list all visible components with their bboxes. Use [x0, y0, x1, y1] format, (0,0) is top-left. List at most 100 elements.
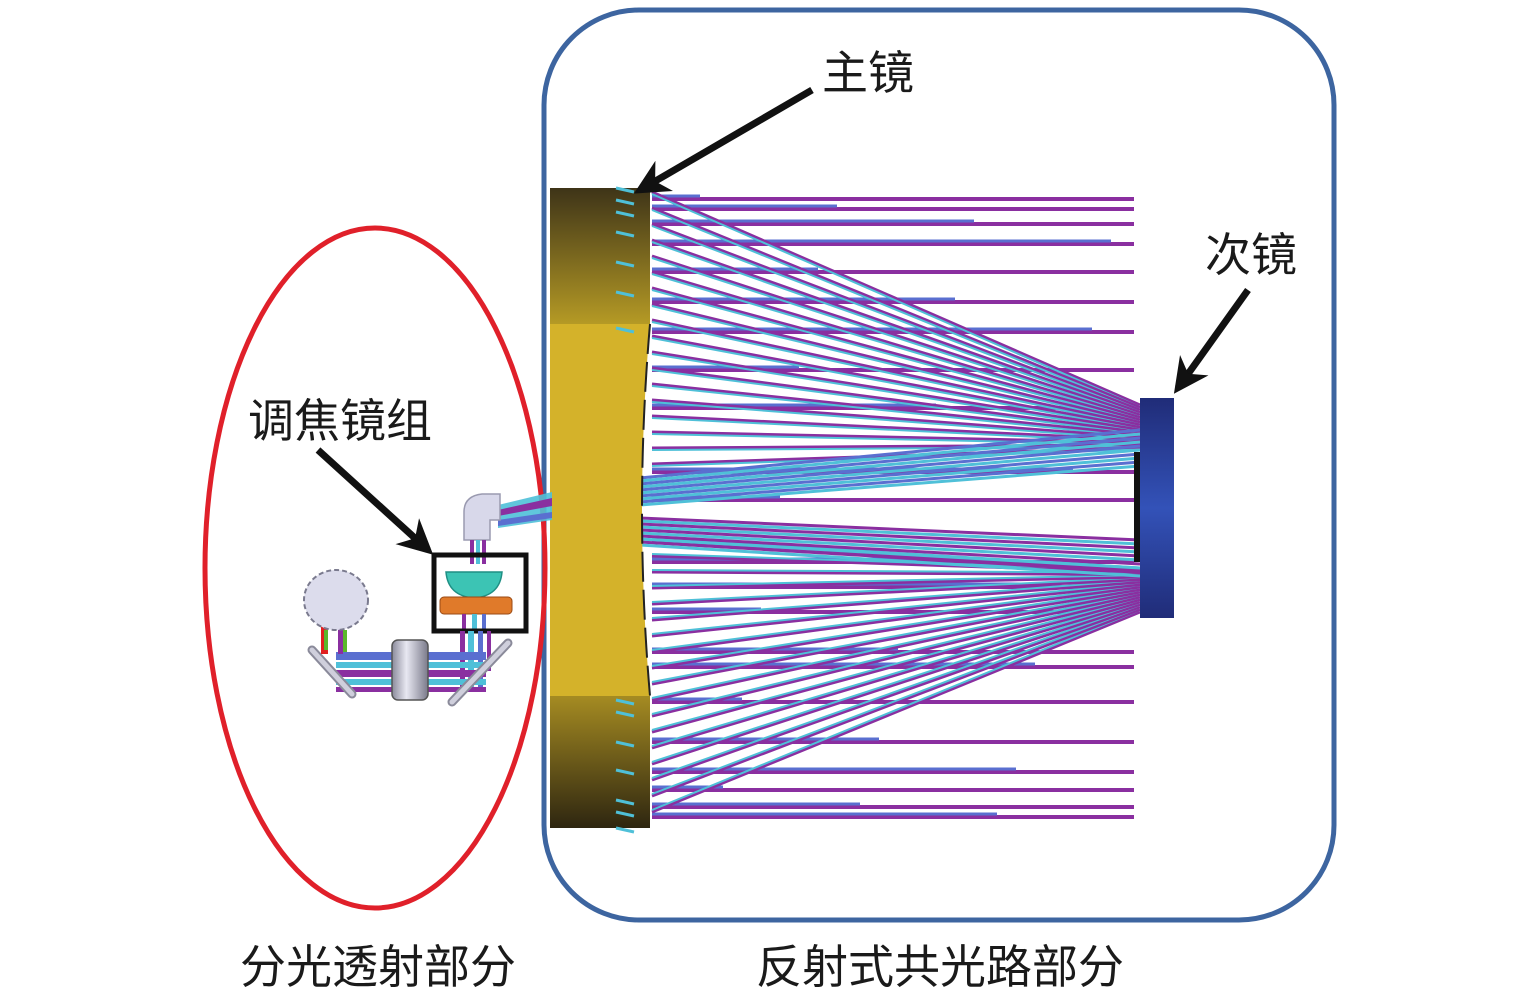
reflected-ray	[651, 593, 1141, 702]
reflected-ray	[651, 254, 1141, 417]
elbow-prism	[463, 493, 501, 541]
label-focusing-lens-group: 调焦镜组	[248, 394, 432, 448]
reflected-ray	[651, 398, 1141, 439]
reflected-ray	[651, 225, 1141, 413]
return-ray	[639, 464, 1141, 507]
reflective-common-path-region	[541, 7, 1337, 923]
arrow-secondary-mirror	[1173, 287, 1251, 394]
reflected-ray	[651, 598, 1141, 734]
reflected-ray	[651, 609, 1141, 811]
reflected-ray	[651, 584, 1141, 651]
return-ray	[639, 543, 1141, 578]
reflected-ray	[651, 590, 1141, 686]
primary-mirror-ray-mark	[615, 768, 635, 776]
return-ray	[639, 528, 1141, 558]
reflected-ray	[651, 604, 1141, 779]
reflected-ray	[651, 603, 1141, 766]
reflected-ray	[651, 576, 1141, 603]
primary-mirror-ray-mark	[615, 698, 635, 706]
return-ray	[639, 525, 1141, 554]
fold-mirror-right	[447, 638, 513, 707]
primary-mirror-ray-mark	[615, 826, 635, 834]
return-ray	[639, 444, 1141, 492]
reflected-ray	[651, 270, 1141, 419]
reflected-ray	[651, 222, 1141, 412]
reflected-ray	[651, 366, 1141, 434]
label-secondary-mirror: 次镜	[1205, 228, 1297, 282]
return-ray	[639, 428, 1141, 480]
reflected-ray	[651, 574, 1141, 587]
reflected-ray	[651, 610, 1141, 814]
spectral-transmission-assembly	[303, 492, 552, 707]
reflected-ray	[651, 586, 1141, 667]
return-ray	[639, 534, 1141, 566]
return-ray	[639, 460, 1141, 504]
reflected-ray	[651, 334, 1141, 429]
primary-mirror	[550, 186, 651, 834]
primary-mirror-ray-mark	[615, 230, 635, 238]
reflected-ray	[651, 591, 1141, 699]
reflected-ray	[651, 238, 1141, 414]
reflected-ray	[651, 570, 1141, 576]
return-ray	[639, 452, 1141, 498]
reflected-ray	[651, 579, 1141, 619]
primary-mirror-ray-mark	[615, 198, 635, 206]
secondary-mirror	[1134, 398, 1174, 618]
reflected-ray	[651, 588, 1141, 670]
return-ray	[639, 432, 1141, 483]
reflected-ray	[651, 321, 1141, 428]
relay-lens	[391, 639, 429, 701]
reflected-ray	[651, 206, 1141, 409]
reflected-ray	[651, 578, 1141, 606]
primary-mirror-ray-mark	[615, 290, 635, 298]
reflected-ray	[651, 594, 1141, 715]
return-ray	[639, 522, 1141, 550]
label-reflective-common-path-part: 反射式共光路部分	[756, 940, 1124, 994]
primary-mirror-ray-mark	[615, 260, 635, 268]
reflected-ray	[651, 575, 1141, 590]
reflected-ray	[651, 608, 1141, 798]
reflected-ray	[651, 305, 1141, 426]
reflected-ray	[651, 209, 1141, 411]
reflected-ray	[651, 601, 1141, 763]
reflected-ray	[651, 286, 1141, 422]
reflected-ray	[651, 583, 1141, 638]
return-ray	[639, 436, 1141, 486]
reflected-ray	[651, 554, 1141, 574]
primary-mirror-ray-mark	[615, 710, 635, 718]
label-primary-mirror: 主镜	[822, 46, 914, 100]
ray-bundle	[639, 190, 1141, 819]
arrow-focusing-lens-group	[315, 447, 434, 555]
reflected-ray	[651, 446, 1141, 451]
reflected-ray	[651, 302, 1141, 424]
reflected-ray	[651, 585, 1141, 654]
reflected-ray	[651, 605, 1141, 782]
fold-mirror-left	[307, 645, 357, 699]
reflected-ray	[651, 589, 1141, 683]
reflected-ray	[651, 337, 1141, 431]
reflected-ray	[651, 318, 1141, 427]
reflected-ray	[651, 414, 1141, 442]
reflected-ray	[651, 382, 1141, 437]
reflected-ray	[651, 385, 1141, 438]
beam-to-elbow	[498, 492, 552, 528]
reflected-ray	[651, 580, 1141, 622]
reflected-ray	[651, 600, 1141, 750]
arrow-primary-mirror	[633, 86, 814, 194]
detector-disk	[303, 569, 369, 631]
reflected-ray	[651, 599, 1141, 747]
reflected-ray	[651, 401, 1141, 441]
reflected-ray	[651, 595, 1141, 718]
reflected-ray	[651, 350, 1141, 432]
return-ray	[639, 516, 1141, 542]
reflected-ray	[651, 596, 1141, 731]
reflected-ray	[651, 241, 1141, 416]
focusing-lens-group	[431, 552, 529, 634]
reflected-ray	[651, 369, 1141, 436]
return-ray	[639, 519, 1141, 546]
reflected-ray	[651, 190, 1141, 407]
primary-mirror-ray-marks	[615, 186, 635, 834]
primary-mirror-ray-mark	[615, 798, 635, 806]
return-ray	[639, 537, 1141, 570]
